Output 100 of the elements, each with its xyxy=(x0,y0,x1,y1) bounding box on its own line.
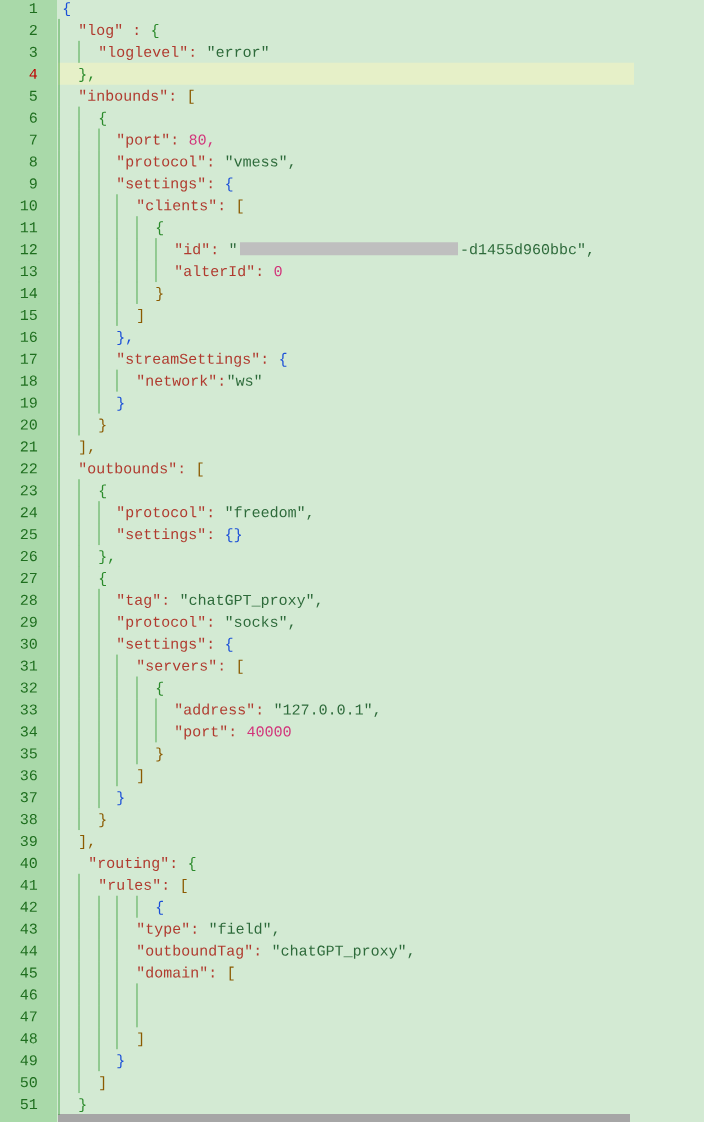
line-number: 48 xyxy=(20,1033,37,1044)
code-text: [ xyxy=(182,878,187,893)
line-number: 31 xyxy=(20,660,38,671)
code-text: "id": xyxy=(176,243,216,255)
code-text: [ xyxy=(198,462,203,477)
code-text: ], xyxy=(80,440,93,455)
line-number: 4 xyxy=(29,68,38,79)
code-text: { xyxy=(99,484,106,499)
code-text: { xyxy=(156,681,163,696)
line-number: 43 xyxy=(20,923,37,934)
code-text: "chatGPT_proxy", xyxy=(273,944,412,959)
line-number: 51 xyxy=(20,1099,38,1110)
line-number: 11 xyxy=(20,222,38,233)
line-number: 20 xyxy=(20,419,37,430)
code-text: } xyxy=(99,418,106,433)
code-text: { xyxy=(280,352,287,367)
code-text: "port": xyxy=(118,133,176,148)
line-number: 42 xyxy=(20,901,37,912)
line-number: 37 xyxy=(20,792,37,803)
code-text: }, xyxy=(117,330,131,345)
line-number: 44 xyxy=(20,945,38,956)
code-text: "outbounds": xyxy=(80,462,183,474)
code-text: "socks", xyxy=(226,615,293,630)
line-number: 9 xyxy=(29,178,37,189)
line-number: 45 xyxy=(20,967,37,978)
code-text: }, xyxy=(99,550,113,565)
code-text: } xyxy=(156,287,163,302)
line-number: 33 xyxy=(20,704,37,715)
code-text: 40000 xyxy=(247,726,291,737)
code-text: "outboundTag": xyxy=(138,944,259,959)
code-text: } xyxy=(79,1098,86,1113)
line-number: 38 xyxy=(20,814,37,825)
code-text: ] xyxy=(138,769,143,784)
line-number: 8 xyxy=(29,156,37,167)
code-text: "loglevel": xyxy=(100,46,194,60)
line-number: 34 xyxy=(20,726,38,737)
line-number: 18 xyxy=(20,375,37,386)
blurred-text xyxy=(240,242,458,256)
line-number: 5 xyxy=(29,90,37,101)
line-number: 35 xyxy=(20,748,37,759)
code-text: } xyxy=(117,396,124,411)
code-text: "alterId": xyxy=(176,265,261,277)
code-text: "freedom", xyxy=(226,506,311,520)
line-number: 13 xyxy=(20,266,37,277)
code-text: { xyxy=(156,900,163,915)
code-text: 80, xyxy=(189,134,212,148)
code-text: { xyxy=(156,221,163,236)
code-text: "clients": xyxy=(138,199,223,211)
line-number: 47 xyxy=(20,1011,37,1022)
code-text: ] xyxy=(138,1032,143,1047)
code-text: "error" xyxy=(208,46,268,57)
code-text: { xyxy=(63,2,70,17)
code-text: "domain": xyxy=(138,966,214,978)
code-text: "protocol": xyxy=(118,506,212,521)
line-number: 12 xyxy=(20,244,37,255)
line-number: 19 xyxy=(20,397,37,408)
line-number: 32 xyxy=(20,682,37,693)
code-text: "log" : xyxy=(80,24,138,39)
line-number: 1 xyxy=(29,3,38,13)
code-text: "settings": xyxy=(118,528,212,543)
code-text: "chatGPT_proxy", xyxy=(181,594,320,608)
code-text: "streamSettings": xyxy=(118,352,266,367)
code-text: } xyxy=(117,791,124,806)
line-number: 2 xyxy=(29,24,37,35)
line-number: 7 xyxy=(29,134,37,145)
line-number: 49 xyxy=(20,1055,37,1066)
line-number: 30 xyxy=(20,638,37,649)
code-text: { xyxy=(152,24,159,39)
code-text: } xyxy=(117,1054,124,1069)
code-text: "127.0.0.1", xyxy=(275,703,378,718)
line-number: 22 xyxy=(20,463,37,474)
code-text: "settings": xyxy=(118,637,212,652)
code-text: "ws" xyxy=(228,374,261,386)
code-text: [ xyxy=(238,199,243,214)
line-number: 40 xyxy=(20,857,37,869)
code-text: "vmess", xyxy=(226,155,293,170)
line-number: 23 xyxy=(20,485,37,496)
code-text: { xyxy=(99,111,106,126)
code-text: "protocol": xyxy=(118,615,212,630)
code-text: "rules": xyxy=(100,878,167,890)
line-number: 6 xyxy=(29,112,37,123)
line-number: 39 xyxy=(20,835,37,847)
line-number: 21 xyxy=(20,441,38,452)
line-number: 25 xyxy=(20,529,37,540)
code-text: }, xyxy=(79,67,93,82)
code-text: "type": xyxy=(138,922,196,937)
code-text: } xyxy=(156,747,163,762)
code-text: { xyxy=(99,572,106,587)
code-text: } xyxy=(99,813,106,828)
code-text: "port": xyxy=(176,725,234,740)
code-text: "routing": xyxy=(90,857,175,871)
code-text: [ xyxy=(238,659,243,674)
line-number: 36 xyxy=(20,770,37,781)
line-number: 27 xyxy=(20,572,37,583)
code-text: {} xyxy=(226,528,241,543)
code-text: "network": xyxy=(138,374,223,386)
line-number: 17 xyxy=(20,353,37,364)
code-text: "field", xyxy=(210,922,277,937)
code-text: "tag": xyxy=(118,594,167,608)
line-number: 10 xyxy=(20,200,37,211)
